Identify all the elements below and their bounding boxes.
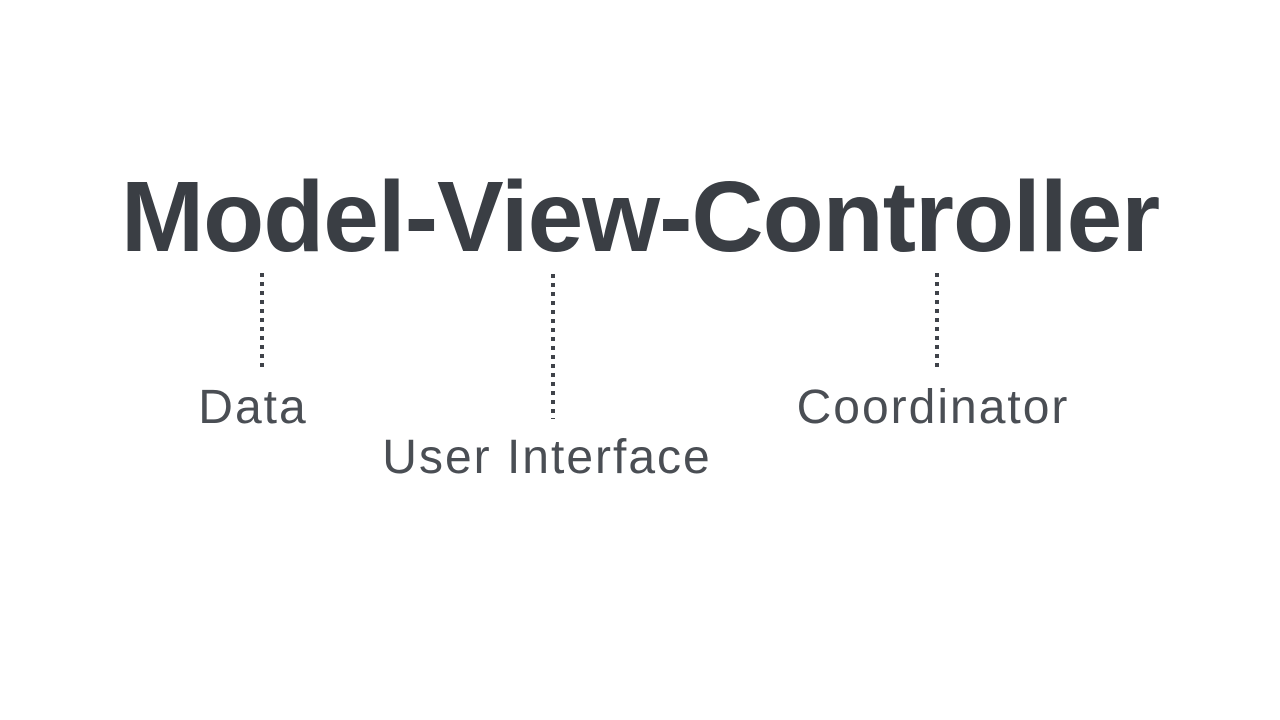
diagram-title: Model-View-Controller: [120, 161, 1160, 273]
connector-label-user-interface: User Interface: [382, 431, 712, 484]
dotted-connector-line-model: [260, 273, 264, 372]
dotted-connector-line-view: [551, 274, 555, 419]
dotted-connector-line-controller: [935, 273, 939, 370]
connector-label-coordinator: Coordinator: [796, 381, 1070, 434]
connector-label-data: Data: [198, 381, 308, 434]
